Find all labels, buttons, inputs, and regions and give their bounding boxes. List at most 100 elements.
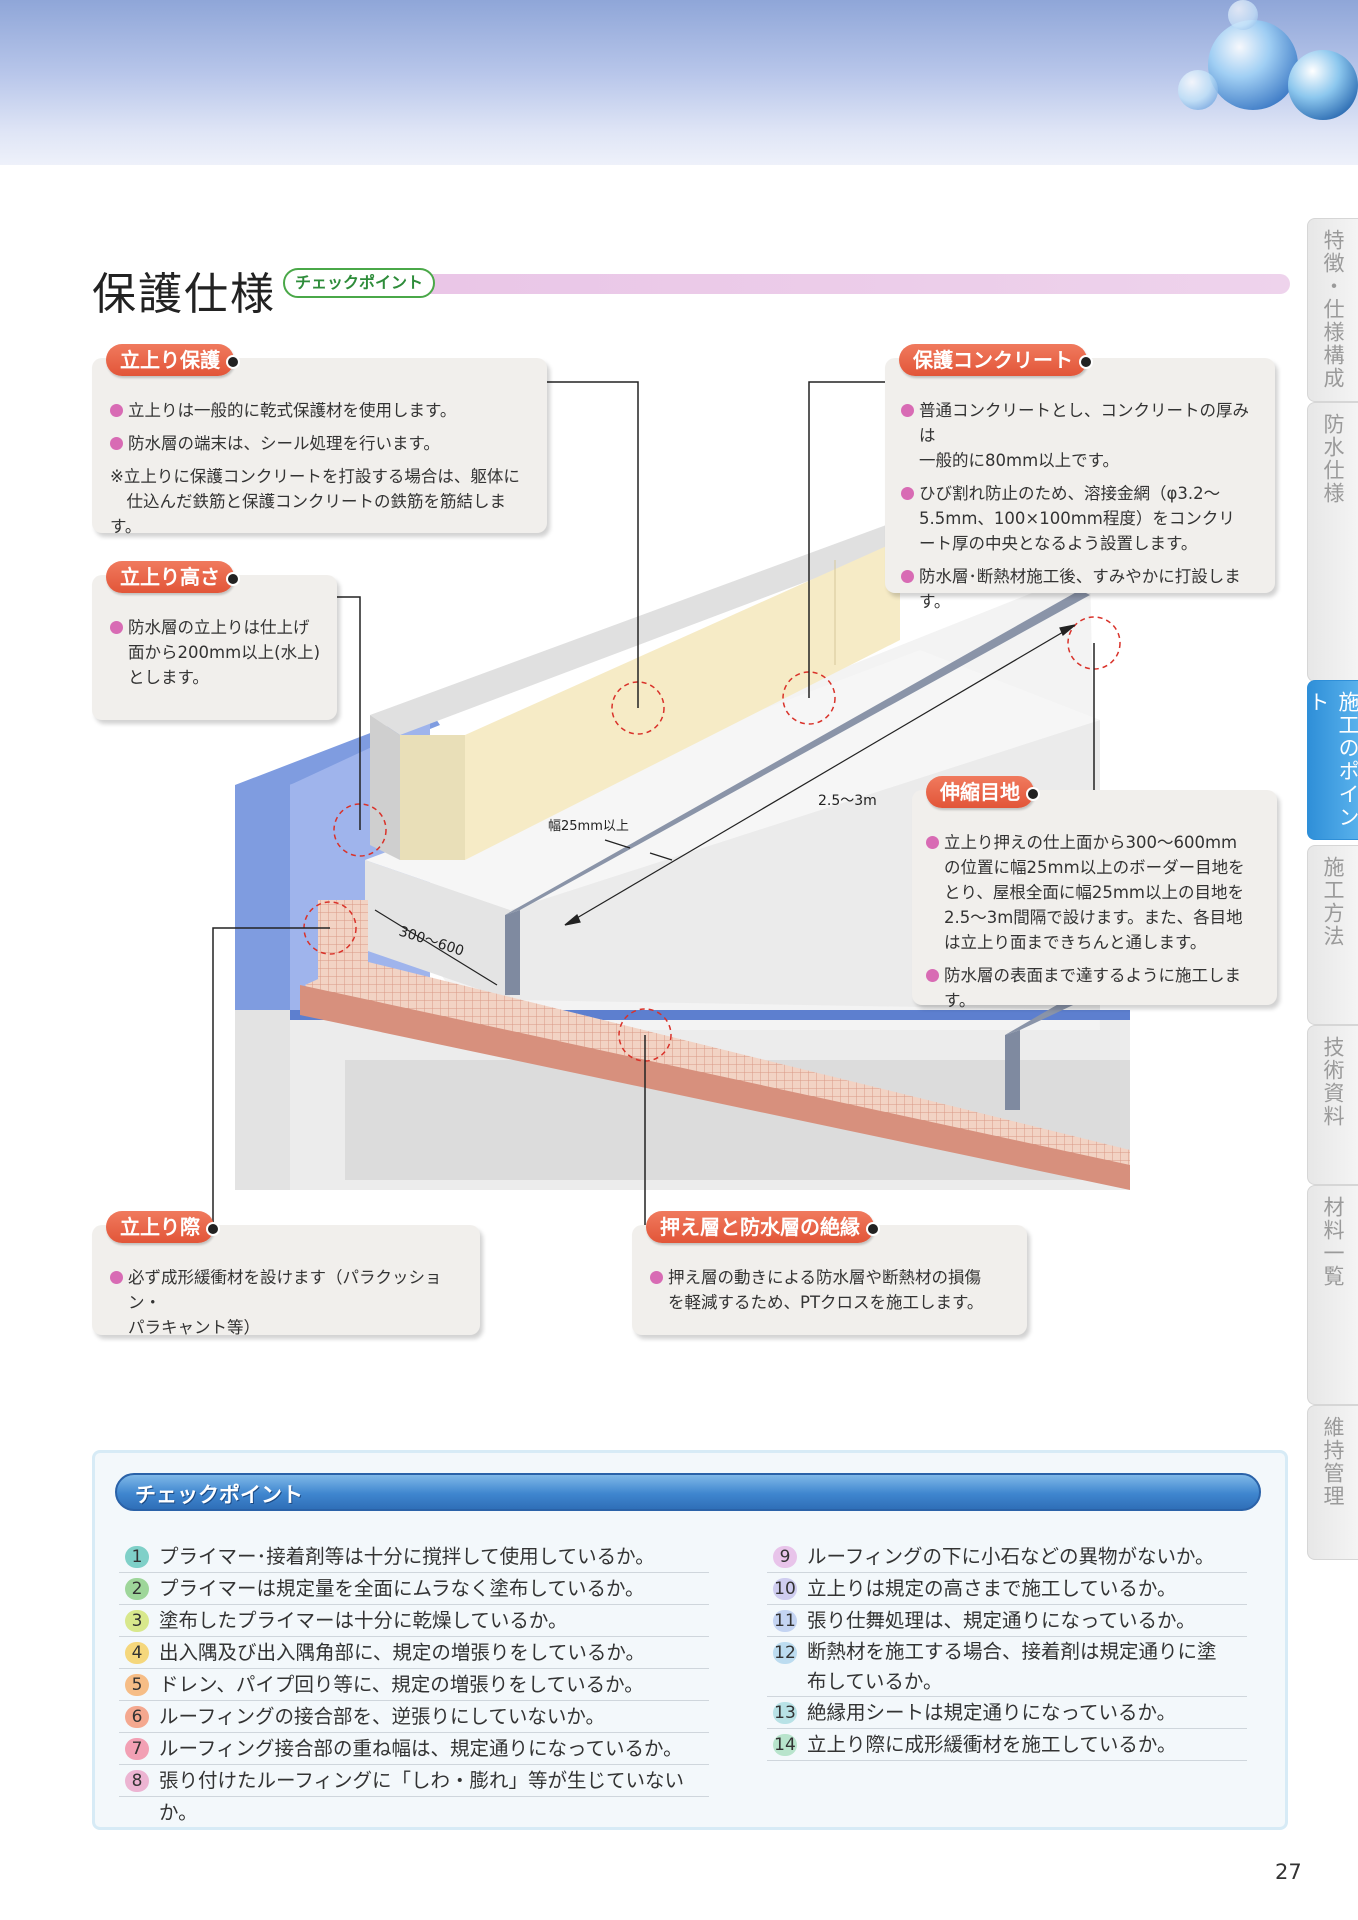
checklist-item: 2 プライマーは規定量を全面にムラなく塗布しているか。 — [119, 1573, 709, 1605]
checklist-item: 6 ルーフィングの接合部を、逆張りにしていないか。 — [119, 1701, 709, 1733]
checklist-item-text: 塗布したプライマーは十分に乾燥しているか。 — [159, 1609, 568, 1632]
page-title: 保護仕様 — [92, 269, 276, 320]
side-tab-label: 材料一覧 — [1321, 1196, 1345, 1288]
checklist-item-text: 断熱材を施工する場合、接着剤は規定通りに塗 布しているか。 — [807, 1640, 1217, 1693]
checklist-number-badge: 13 — [773, 1702, 797, 1724]
check-point-badge: チェックポイント — [283, 268, 436, 298]
callout-title: 押え層と防水層の絶縁 — [646, 1211, 880, 1243]
callout-title: 保護コンクリート — [899, 344, 1093, 376]
header-banner — [0, 0, 1358, 165]
checklist-item: 3 塗布したプライマーは十分に乾燥しているか。 — [119, 1605, 709, 1637]
page-number: 27 — [1275, 1860, 1302, 1884]
side-tab-label: 特徴・仕様構成 — [1321, 229, 1345, 390]
title-underline-bar — [300, 274, 1290, 294]
slab-front — [290, 1010, 1130, 1190]
insulation-panel — [465, 540, 900, 860]
checklist-item-text: 出入隅及び出入隅角部に、規定の増張りをしているか。 — [159, 1641, 645, 1664]
side-tab-label: 維持管理 — [1321, 1416, 1345, 1508]
side-tab-waterproof-spec[interactable]: 防水仕様 — [1307, 402, 1358, 682]
side-tab-features[interactable]: 特徴・仕様構成 — [1307, 218, 1358, 402]
checklist-item-text: ルーフィング接合部の重ね幅は、規定通りになっているか。 — [159, 1737, 683, 1760]
checklist-item: 11 張り仕舞処理は、規定通りになっているか。 — [767, 1605, 1247, 1637]
side-tab-construction-method[interactable]: 施工方法 — [1307, 845, 1358, 1025]
side-tab-label: 施工のポイント — [1306, 691, 1358, 829]
checklist-number-badge: 5 — [125, 1674, 149, 1696]
side-tab-construction-points[interactable]: 施工のポイント — [1306, 680, 1358, 840]
checklist-number-badge: 6 — [125, 1706, 149, 1728]
callout-hogo-concrete: 保護コンクリート 普通コンクリートとし、コンクリートの厚みは 一般的に80mm以… — [885, 344, 1275, 611]
buffer-material — [318, 900, 368, 1000]
checklist-item: 14 立上り際に成形緩衝材を施工しているか。 — [767, 1729, 1247, 1761]
checklist-number-badge: 11 — [773, 1610, 797, 1632]
side-tab-label: 施工方法 — [1321, 856, 1345, 948]
checklist-number-badge: 10 — [773, 1578, 797, 1600]
water-droplet-image — [1208, 20, 1298, 110]
checklist-item: 9 ルーフィングの下に小石などの異物がないか。 — [767, 1541, 1247, 1573]
checklist-item-text: 立上り際に成形緩衝材を施工しているか。 — [807, 1733, 1177, 1756]
callout-osaeso-zetsuen: 押え層と防水層の絶縁 押え層の動きによる防水層や断熱材の損傷 を軽減するため、P… — [632, 1211, 1027, 1335]
side-tab-materials[interactable]: 材料一覧 — [1307, 1185, 1358, 1405]
checklist-item-text: ルーフィングの接合部を、逆張りにしていないか。 — [159, 1705, 605, 1728]
parapet-cap — [370, 520, 930, 735]
callout-item: 防水層の立上りは仕上げ 面から200mm以上(水上) とします。 — [110, 615, 325, 690]
callout-item: 押え層の動きによる防水層や断熱材の損傷 を軽減するため、PTクロスを施工します。 — [650, 1265, 1017, 1315]
callout-item: ひび割れ防止のため、溶接金網（φ3.2～ 5.5mm、100×100mm程度）を… — [901, 481, 1265, 556]
checklist-item: 4 出入隅及び出入隅角部に、規定の増張りをしているか。 — [119, 1637, 709, 1669]
checklist-item: 5 ドレン、パイプ回り等に、規定の増張りをしているか。 — [119, 1669, 709, 1701]
callout-item: 防水層の表面まで達するように施工します。 — [926, 963, 1269, 1013]
side-tab-maintenance[interactable]: 維持管理 — [1307, 1405, 1358, 1560]
checklist-item-text: 張り付けたルーフィングに「しわ・膨れ」等が生じていないか。 — [159, 1769, 684, 1824]
water-droplet-image — [1178, 70, 1218, 110]
callout-title: 立上り保護 — [106, 344, 240, 376]
checklist-item: 8 張り付けたルーフィングに「しわ・膨れ」等が生じていないか。 — [119, 1765, 709, 1824]
checklist-item-text: プライマー･接着剤等は十分に撹拌して使用しているか。 — [159, 1545, 655, 1568]
checklist-item: 7 ルーフィング接合部の重ね幅は、規定通りになっているか。 — [119, 1733, 709, 1765]
spacing-label: 2.5～3m — [818, 793, 877, 809]
checklist-number-badge: 14 — [773, 1734, 797, 1756]
checklist-number-badge: 2 — [125, 1578, 149, 1600]
side-tab-label: 技術資料 — [1321, 1036, 1345, 1128]
checklist-number-badge: 7 — [125, 1738, 149, 1760]
water-droplet-image — [1228, 0, 1258, 30]
callout-title: 立上り高さ — [106, 561, 240, 593]
callout-item: 立上り押えの仕上面から300～600mm の位置に幅25mm以上のボーダー目地を… — [926, 830, 1269, 955]
checklist-item-text: 立上りは規定の高さまで施工しているか。 — [807, 1577, 1177, 1600]
checklist-item-text: 張り仕舞処理は、規定通りになっているか。 — [807, 1609, 1196, 1632]
checklist-item-text: プライマーは規定量を全面にムラなく塗布しているか。 — [159, 1577, 645, 1600]
callout-item: 立上りは一般的に乾式保護材を使用します。 — [110, 398, 533, 423]
callout-note: ※立上りに保護コンクリートを打設する場合は、躯体に 仕込んだ鉄筋と保護コンクリー… — [110, 467, 520, 536]
callout-shinshuku-meji: 伸縮目地 立上り押えの仕上面から300～600mm の位置に幅25mm以上のボー… — [912, 776, 1277, 1010]
checklist-item: 10 立上りは規定の高さまで施工しているか。 — [767, 1573, 1247, 1605]
side-tab-label: 防水仕様 — [1321, 413, 1345, 505]
side-tab-technical-data[interactable]: 技術資料 — [1307, 1025, 1358, 1185]
water-droplet-image — [1288, 50, 1358, 120]
callout-title: 伸縮目地 — [926, 776, 1040, 808]
checklist-item-text: 絶縁用シートは規定通りになっているか。 — [807, 1701, 1177, 1724]
callout-tachiagari-giwa: 立上り際 必ず成形緩衝材を設けます（パラクッション・ パラキャント等） — [92, 1211, 480, 1337]
callout-item: 普通コンクリートとし、コンクリートの厚みは 一般的に80mm以上です。 — [901, 398, 1265, 473]
checklist-header: チェックポイント — [115, 1473, 1261, 1511]
checklist-title: チェックポイント — [135, 1483, 303, 1507]
checklist-item-text: ルーフィングの下に小石などの異物がないか。 — [807, 1545, 1215, 1568]
checklist-number-badge: 12 — [773, 1642, 797, 1664]
checklist-number-badge: 3 — [125, 1610, 149, 1632]
checklist-right-column: 9 ルーフィングの下に小石などの異物がないか。 10 立上りは規定の高さまで施工してい… — [767, 1541, 1247, 1761]
waterproof-layer — [235, 710, 440, 1010]
callout-item: 防水層の端末は、シール処理を行います。 — [110, 431, 533, 456]
callout-tachiagari-takasa: 立上り高さ 防水層の立上りは仕上げ 面から200mm以上(水上) とします。 — [92, 561, 337, 720]
wall-shape — [235, 785, 290, 1190]
callout-title: 立上り際 — [106, 1211, 220, 1243]
checklist-number-badge: 9 — [773, 1546, 797, 1568]
callout-item: 必ず成形緩衝材を設けます（パラクッション・ パラキャント等） — [110, 1265, 470, 1340]
checklist-item-text: ドレン、パイプ回り等に、規定の増張りをしているか。 — [159, 1673, 644, 1696]
checklist-item: 13 絶縁用シートは規定通りになっているか。 — [767, 1697, 1247, 1729]
callout-tachiagari-hogo: 立上り保護 立上りは一般的に乾式保護材を使用します。 防水層の端末は、シール処理… — [92, 344, 547, 536]
checklist-number-badge: 4 — [125, 1642, 149, 1664]
checklist-number-badge: 8 — [125, 1770, 149, 1792]
width-label: 幅25mm以上 — [548, 819, 629, 834]
checklist-item: 12 断熱材を施工する場合、接着剤は規定通りに塗 布しているか。 — [767, 1637, 1247, 1697]
callout-item: 防水層･断熱材施工後、すみやかに打設します。 — [901, 564, 1265, 614]
